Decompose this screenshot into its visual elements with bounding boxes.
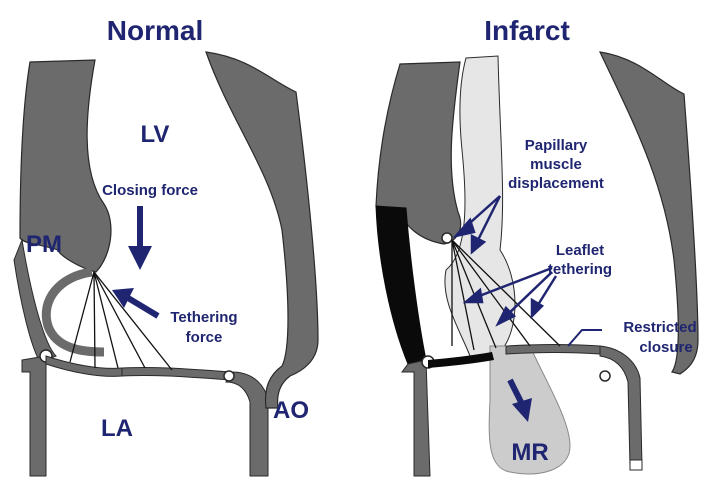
normal-panel: Normal LV PM Closing force Tethering for… [14, 15, 318, 476]
ao-label: AO [273, 397, 309, 424]
normal-anterior-leaflet [122, 367, 232, 380]
infarct-title: Infarct [484, 15, 570, 46]
la-label: LA [101, 415, 133, 442]
papillary-label-2: muscle [530, 156, 582, 173]
leaflet-label-2: tethering [548, 261, 612, 278]
infarct-lower-wall [402, 360, 430, 476]
mr-label: MR [511, 439, 548, 466]
closing-force-label: Closing force [102, 182, 198, 199]
infarct-ao-root [600, 346, 642, 466]
normal-hinge-right [224, 371, 234, 381]
infarct-posterior-leaflet [428, 352, 494, 368]
normal-posterior-leaflet [46, 356, 122, 376]
infarct-ao-cap [630, 460, 642, 470]
infarct-hinge-right [600, 371, 610, 381]
closing-force-arrow [128, 206, 152, 270]
tethering-force-arrow [112, 288, 158, 316]
restricted-label-1: Restricted [623, 319, 696, 336]
tethering-label-2: force [186, 329, 223, 346]
infarct-papillary-dot [442, 233, 452, 243]
papillary-label-3: displacement [508, 175, 604, 192]
lv-label: LV [141, 121, 170, 148]
normal-title: Normal [107, 15, 203, 46]
infarct-panel: Infarct Papillary muscle displacement Le… [376, 15, 698, 476]
normal-la-wall [22, 356, 46, 476]
normal-septum [206, 52, 318, 408]
restricted-label-2: closure [639, 339, 692, 356]
tethering-label-1: Tethering [170, 309, 237, 326]
infarct-anterior-leaflet [506, 345, 600, 355]
normal-ao-root [226, 372, 268, 476]
papillary-label-1: Papillary [525, 137, 588, 154]
pm-label: PM [26, 231, 62, 258]
leaflet-label-1: Leaflet [556, 242, 604, 259]
restricted-pointer [568, 330, 602, 346]
